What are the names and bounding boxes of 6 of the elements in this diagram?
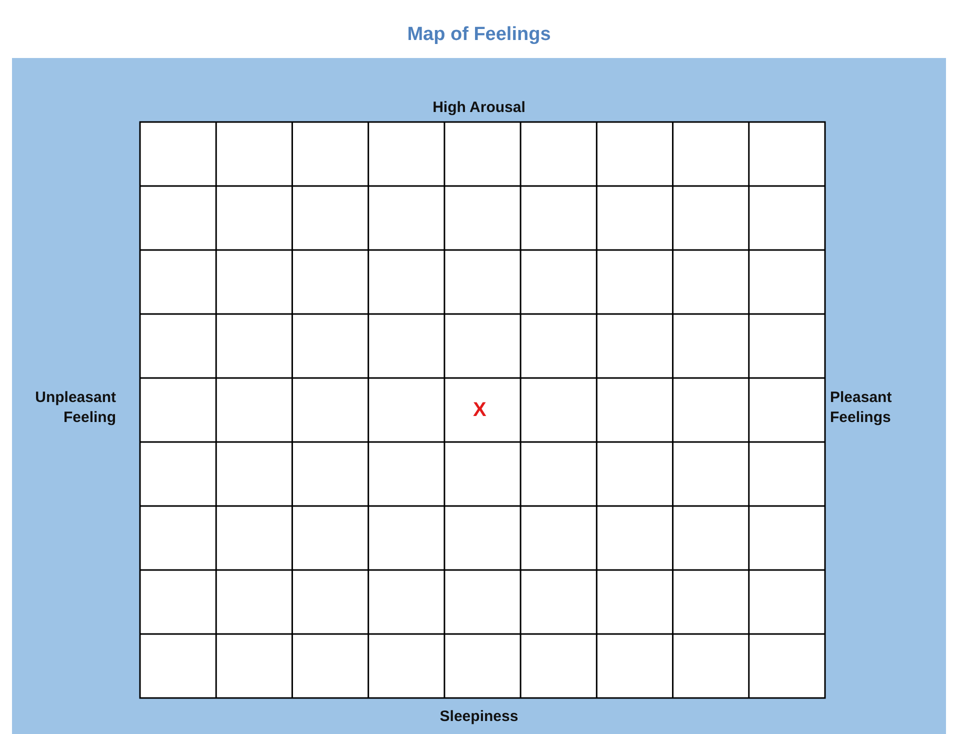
marker-x: X [473,399,486,421]
axis-label: Unpleasant Feeling [35,389,116,426]
axis-label: Sleepiness [440,708,518,725]
axis-label: Pleasant Feelings [830,389,892,426]
axis-label: High Arousal [432,99,526,116]
diagram-title: Map of Feelings [406,25,552,45]
